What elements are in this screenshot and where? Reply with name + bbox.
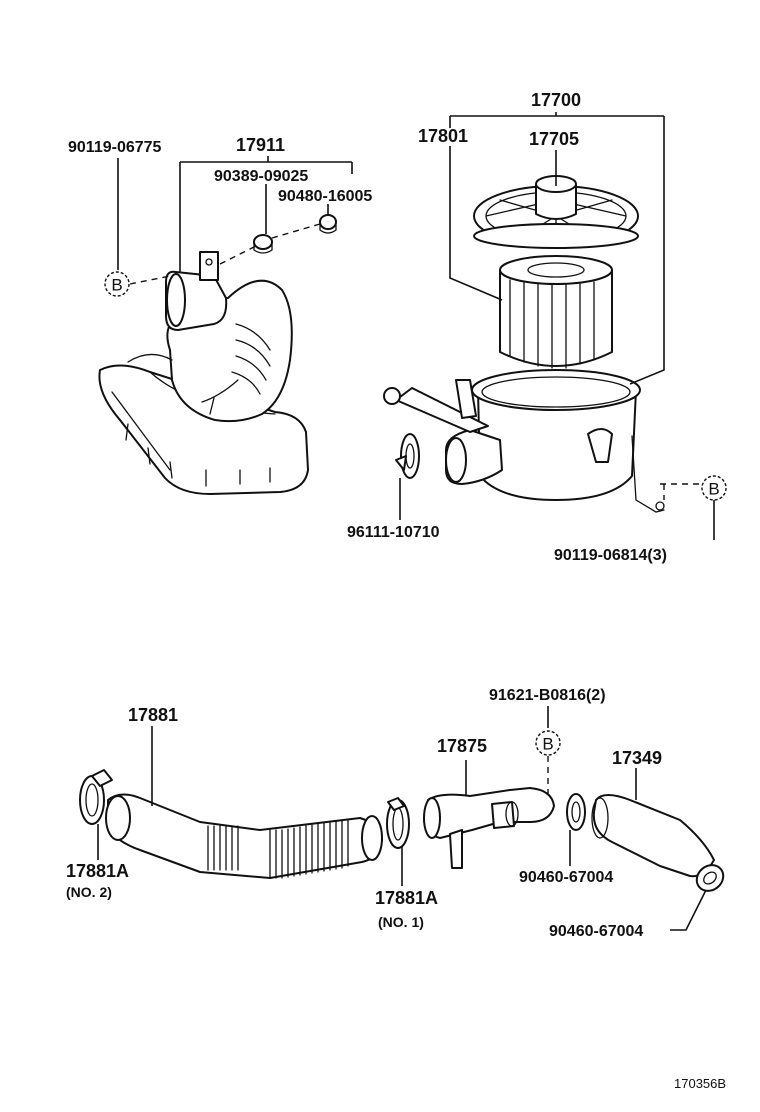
air-cleaner-assembly bbox=[383, 175, 665, 513]
ref-marker-b-right: B bbox=[701, 475, 727, 501]
ref-marker-b-right-text: B bbox=[708, 480, 719, 499]
part-labels: 17700 17705 17801 17911 90119-06775 9038… bbox=[66, 90, 726, 1091]
label-17349: 17349 bbox=[612, 748, 662, 768]
label-91621-B0816: 91621-B0816(2) bbox=[489, 687, 606, 704]
clamp-90460-67004-a bbox=[566, 793, 586, 831]
ref-marker-b-bottom-text: B bbox=[542, 735, 553, 754]
gasket-96111-10710 bbox=[395, 433, 420, 479]
label-17881: 17881 bbox=[128, 705, 178, 725]
ref-marker-b-left: B bbox=[104, 271, 130, 297]
clamp-17881A-no2 bbox=[79, 769, 113, 825]
label-17705: 17705 bbox=[529, 129, 579, 149]
label-90119-06814: 90119-06814(3) bbox=[554, 547, 667, 564]
label-no2: (NO. 2) bbox=[66, 884, 112, 900]
ref-marker-b-bottom: B bbox=[535, 730, 561, 756]
clamp-90460-67004-b bbox=[695, 864, 725, 892]
label-90460-67004-b: 90460-67004 bbox=[549, 923, 643, 940]
label-17700: 17700 bbox=[531, 90, 581, 110]
hose-17881 bbox=[105, 793, 383, 879]
label-96111-10710: 96111-10710 bbox=[347, 524, 440, 541]
label-no1: (NO. 1) bbox=[378, 914, 424, 930]
label-17875: 17875 bbox=[437, 736, 487, 756]
label-90460-67004-a: 90460-67004 bbox=[519, 869, 613, 886]
grommet-90389-09025 bbox=[253, 234, 273, 254]
label-17881A-no1: 17881A bbox=[375, 888, 438, 908]
pipe-17875 bbox=[423, 787, 555, 869]
label-90480-16005: 90480-16005 bbox=[278, 188, 372, 205]
clamp-17881A-no1 bbox=[386, 797, 410, 849]
label-90119-06775: 90119-06775 bbox=[68, 139, 162, 156]
label-90389-09025: 90389-09025 bbox=[214, 168, 308, 185]
label-17801: 17801 bbox=[418, 126, 468, 146]
hose-17349 bbox=[591, 794, 715, 878]
resonator-assembly bbox=[98, 251, 309, 495]
leader-lines bbox=[97, 112, 715, 931]
figure-reference: 170356B bbox=[674, 1076, 726, 1091]
ref-marker-b-left-text: B bbox=[111, 276, 122, 295]
label-17911: 17911 bbox=[236, 135, 285, 155]
label-17881A-no2: 17881A bbox=[66, 861, 129, 881]
collar-90480-16005 bbox=[319, 214, 337, 234]
